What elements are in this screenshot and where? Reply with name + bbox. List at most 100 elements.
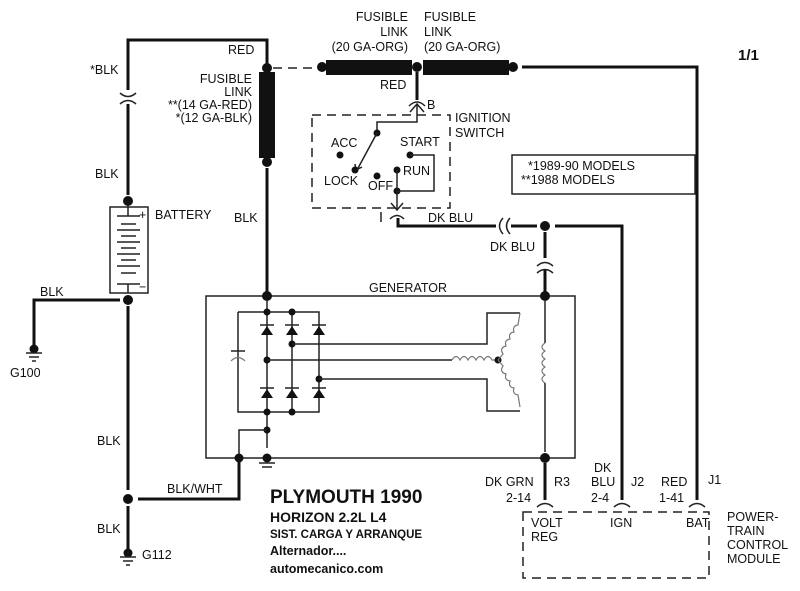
fusible-link-top-2-label-2: LINK — [424, 25, 452, 39]
capacitor-icon — [230, 350, 246, 362]
wire-label-dk-blu-pin: 2-4 — [591, 491, 609, 505]
pcm-pin-ign: IGN — [610, 516, 632, 530]
pcm-label-2: TRAIN — [727, 524, 765, 538]
pcm-label-1: POWER- — [727, 510, 778, 524]
wire-red-to-pcm-bat — [522, 65, 699, 500]
title-site: automecanico.com — [270, 562, 383, 576]
fusible-link-left-label-3: **(14 GA-RED) — [168, 98, 252, 112]
wire-label-blk-fuse: BLK — [234, 211, 258, 225]
fusible-link-top-2-label-1: FUSIBLE — [424, 10, 476, 24]
rotor-field-coil-icon — [541, 301, 547, 452]
generator-field-terminal — [540, 291, 550, 301]
fusible-link-top-1-label-2: LINK — [380, 25, 408, 39]
fusible-link-left-bottom-terminal — [262, 157, 272, 167]
ignition-position-start: START — [400, 135, 440, 149]
generator-r3-terminal — [540, 453, 550, 463]
ignition-output-connector — [389, 214, 405, 220]
wire-label-blk-battery: BLK — [95, 167, 119, 181]
wire-label-red-pcm: RED — [661, 475, 687, 489]
ignition-switch-label-2: SWITCH — [455, 126, 504, 140]
inline-connector-dk-blu — [498, 217, 511, 235]
ignition-switch-contacts — [336, 102, 435, 212]
ignition-terminal-b-label: B — [427, 98, 435, 112]
pcm-pin-bat: BAT — [686, 516, 710, 530]
fusible-link-junction — [412, 62, 422, 72]
fusible-link-top-2-right-terminal — [508, 62, 518, 72]
wire-label-dk-grn: DK GRN — [485, 475, 534, 489]
ignition-position-acc: ACC — [331, 136, 357, 150]
pcm-housing — [522, 511, 710, 579]
wire-blk-g100 — [32, 298, 120, 345]
generator-b-terminal — [262, 291, 272, 301]
ground-label-g112: G112 — [142, 548, 172, 562]
generator-label: GENERATOR — [369, 281, 447, 295]
pcm-pin-volt-reg-1: VOLT — [531, 516, 563, 530]
fusible-link-top-1-label-3: (20 GA-ORG) — [332, 40, 408, 54]
model-legend-line-2: **1988 MODELS — [521, 173, 615, 187]
wire-label-r3: R3 — [554, 475, 570, 489]
ground-g100-icon — [26, 344, 42, 362]
battery — [109, 196, 149, 305]
wire-label-star-blk: *BLK — [90, 63, 119, 77]
fusible-link-top-1-label-1: FUSIBLE — [356, 10, 408, 24]
battery-label: BATTERY — [155, 208, 212, 222]
wire-dk-blu-to-pcm-ign — [555, 224, 624, 500]
stator-windings-icon — [451, 312, 521, 408]
wire-label-dk-blu-gen: DK BLU — [490, 240, 535, 254]
splice-blk-wht — [123, 494, 133, 504]
wire-label-red-mid: RED — [380, 78, 406, 92]
title-make-year: PLYMOUTH 1990 — [270, 487, 422, 508]
wire-label-red-pin: 1-41 — [659, 491, 684, 505]
ignition-position-lock: LOCK — [324, 174, 359, 188]
wire-label-j1: J1 — [708, 473, 721, 487]
title-system: SIST. CARGA Y ARRANQUE — [270, 529, 422, 541]
fusible-link-left-label-2: LINK — [224, 85, 252, 99]
wire-dk-blu-switch — [396, 218, 496, 228]
ground-g112-icon — [120, 548, 136, 566]
wire-label-red-top: RED — [228, 43, 254, 57]
ignition-terminal-b-connector — [408, 101, 426, 107]
ignition-switch-label-1: IGNITION — [455, 111, 511, 125]
wire-label-dk-grn-pin: 2-14 — [506, 491, 531, 505]
battery-minus-sign: − — [139, 280, 146, 294]
inline-connector-star-blk — [119, 92, 137, 105]
wire-blk-wht — [138, 458, 241, 501]
wire-red-top — [126, 38, 269, 90]
wire-label-blk-g112: BLK — [97, 522, 121, 536]
generator-ground-path — [234, 426, 275, 468]
model-legend-box — [511, 154, 696, 195]
pcm-label-3: CONTROL — [727, 538, 788, 552]
inline-connector-dk-blu-gen — [536, 261, 554, 274]
splice-dk-blu — [540, 221, 550, 231]
ignition-position-off: OFF — [368, 179, 393, 193]
generator-housing — [205, 295, 576, 459]
fusible-link-top-2-label-3: (20 GA-ORG) — [424, 40, 500, 54]
fusible-link-left-top-terminal — [262, 63, 272, 73]
fusible-link-top-1 — [326, 60, 412, 75]
fusible-link-left — [259, 72, 275, 158]
title-subsystem: Alternador.... — [270, 544, 346, 558]
wire-label-blk-wht: BLK/WHT — [167, 482, 223, 496]
rectifier-bridge — [237, 301, 520, 448]
fusible-link-top-1-left-terminal — [317, 62, 327, 72]
model-legend-line-1: *1989-90 MODELS — [528, 159, 635, 173]
wire-label-blk-g100: BLK — [40, 285, 64, 299]
ignition-switch-housing — [311, 114, 451, 209]
page-indicator: 1/1 — [738, 47, 759, 64]
wire-label-j2: J2 — [631, 475, 644, 489]
wire-label-dk-blu-switch: DK BLU — [428, 211, 473, 225]
fusible-link-left-label-4: *(12 GA-BLK) — [176, 111, 252, 125]
fusible-link-top-2 — [423, 60, 509, 75]
wire-label-dk-blu-pcm-1: DK — [594, 461, 612, 475]
ignition-position-run: RUN — [403, 164, 430, 178]
wire-label-blk-lower: BLK — [97, 434, 121, 448]
wire-label-dk-blu-pcm-2: BLU — [591, 475, 615, 489]
pcm-pin-volt-reg-2: REG — [531, 530, 558, 544]
pcm-label-4: MODULE — [727, 552, 780, 566]
battery-plus-sign: + — [139, 208, 146, 222]
ground-label-g100: G100 — [10, 366, 41, 380]
fusible-link-left-label-1: FUSIBLE — [200, 72, 252, 86]
pcm-pin-connectors — [536, 502, 706, 508]
title-model: HORIZON 2.2L L4 — [270, 509, 387, 525]
